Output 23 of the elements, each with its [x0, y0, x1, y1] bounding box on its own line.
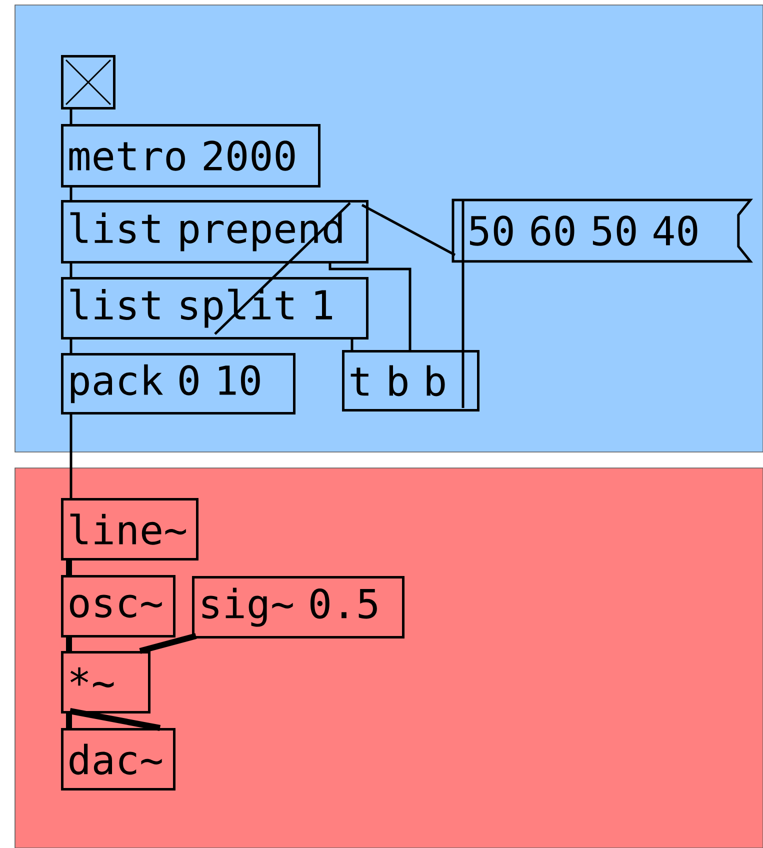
connection-line — [66, 711, 72, 728]
connection-line — [70, 185, 72, 200]
object-box: *~ — [61, 651, 150, 714]
connection-line — [70, 337, 72, 353]
object-box: pack 0 10 — [61, 353, 296, 414]
connection-line — [139, 633, 197, 654]
object-box: metro 2000 — [61, 124, 320, 188]
object-box: line~ — [61, 498, 198, 560]
connection-line — [328, 261, 412, 350]
connection-line — [70, 261, 72, 277]
object-box: t b b — [342, 350, 480, 412]
connection-line — [66, 635, 72, 651]
object-box: osc~ — [61, 575, 176, 638]
connection-line — [70, 107, 72, 124]
object-box: dac~ — [61, 728, 176, 790]
connection-line — [70, 412, 72, 498]
connection-line — [350, 337, 354, 350]
object-box: sig~ 0.5 — [192, 576, 404, 638]
message-box: 50 60 50 40 — [452, 198, 754, 263]
toggle-box — [61, 55, 116, 110]
connection-line — [66, 558, 72, 575]
connection-line — [462, 200, 464, 408]
connection-line — [361, 204, 456, 256]
